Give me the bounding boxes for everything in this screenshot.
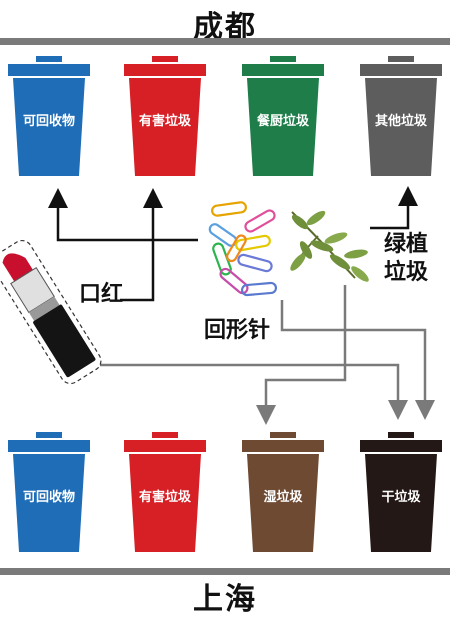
arrow-paperclips-to-recyclable: [48, 188, 198, 242]
label-lipstick: 口红: [79, 282, 124, 307]
label-paperclips: 回形针: [204, 318, 271, 343]
paperclips-icon: [208, 201, 278, 297]
top-bin-kitchen: 餐厨垃圾: [237, 52, 329, 180]
bin-label: 有害垃圾: [138, 114, 191, 129]
trash-bin-icon: [124, 432, 206, 552]
bottom-bin-dry: 干垃圾: [355, 428, 447, 556]
bin-label: 可回收物: [22, 490, 75, 505]
arrow-paperclips-to-dry: [280, 300, 435, 420]
trash-bin-icon: [124, 56, 206, 176]
bin-label: 干垃圾: [381, 490, 421, 505]
label-plant-line1: 绿植: [384, 232, 429, 257]
bin-label: 其他垃圾: [374, 114, 427, 129]
bottom-city-title: 上海: [193, 582, 257, 617]
bin-label: 有害垃圾: [138, 490, 191, 505]
top-bin-other: 其他垃圾: [355, 52, 447, 180]
plant-icon: [290, 210, 369, 282]
trash-bin-icon: [360, 56, 442, 176]
arrow-plant-to-other: [370, 186, 418, 230]
bottom-bin-hazardous: 有害垃圾: [119, 428, 211, 556]
bin-label: 湿垃圾: [263, 490, 303, 505]
arrow-plant-to-wet: [256, 285, 347, 425]
top-bin-hazardous: 有害垃圾: [119, 52, 211, 180]
trash-bin-icon: [8, 432, 90, 552]
bottom-bin-wet: 湿垃圾: [237, 428, 329, 556]
lipstick-icon: [0, 239, 102, 385]
label-plant-line2: 垃圾: [384, 260, 429, 285]
trash-bin-icon: [8, 56, 90, 176]
trash-bin-icon: [360, 432, 442, 552]
bottom-divider-bar: [0, 568, 450, 575]
trash-bin-icon: [242, 56, 324, 176]
trash-bin-icon: [242, 432, 324, 552]
arrow-lipstick-to-dry: [100, 363, 408, 420]
top-bin-recyclable: 可回收物: [3, 52, 95, 180]
bin-label: 餐厨垃圾: [256, 114, 309, 129]
arrow-lipstick-to-hazardous: [120, 188, 163, 302]
bin-label: 可回收物: [22, 114, 75, 129]
top-divider-bar: [0, 38, 450, 45]
bottom-bin-recyclable: 可回收物: [3, 428, 95, 556]
